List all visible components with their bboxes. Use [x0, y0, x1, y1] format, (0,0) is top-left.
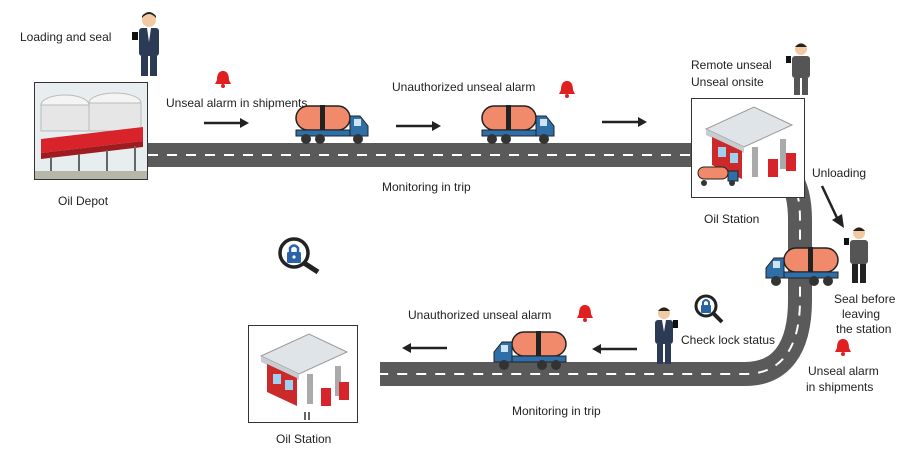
person-phone-icon [844, 227, 868, 283]
monitoring-trip-label: Monitoring in trip [512, 404, 601, 418]
oil-station-icon [697, 106, 796, 186]
unseal-alarm-shipments-label: Unseal alarm in shipments [166, 96, 308, 110]
oil-depot-label: Oil Depot [58, 194, 109, 208]
unseal-onsite-label: Unseal onsite [691, 75, 764, 89]
check-lock-status-label: Check lock status [681, 333, 776, 347]
magnifier-lock-icon [278, 237, 320, 275]
arrow-icon [204, 118, 249, 128]
arrow-icon [592, 344, 637, 354]
magnifier-lock-icon [694, 294, 724, 324]
oil-station-image [248, 325, 358, 423]
arrow-icon [396, 121, 441, 131]
depot-tanks-icon [35, 83, 147, 179]
oil-depot-image [34, 82, 148, 180]
unseal-alarm-shipments-label: in shipments [806, 380, 874, 394]
unauthorized-unseal-alarm-label: Unauthorized unseal alarm [408, 308, 552, 322]
oil-station-label: Oil Station [704, 212, 760, 226]
tanker-truck-icon [295, 105, 369, 144]
loading-seal-label: Loading and seal [20, 30, 112, 44]
oil-station-image [691, 98, 805, 198]
arrow-icon [820, 185, 844, 228]
person-phone-icon [655, 307, 678, 364]
tanker-truck-icon [481, 105, 555, 144]
seal-before-leaving-label: Seal before [834, 292, 896, 306]
tanker-truck-icon [493, 331, 567, 370]
monitoring-trip-label: Monitoring in trip [382, 180, 471, 194]
unseal-alarm-shipments-label: Unseal alarm [808, 364, 879, 378]
seal-before-leaving-label: leaving [842, 307, 881, 321]
person-phone-icon [786, 43, 810, 95]
unloading-label: Unloading [812, 166, 867, 180]
tanker-truck-icon [765, 247, 839, 286]
remote-unseal-label: Remote unseal [691, 58, 772, 72]
bell-alarm-icon [559, 81, 575, 98]
seal-before-leaving-label: the station [836, 322, 892, 336]
arrow-icon [402, 343, 447, 353]
person-phone-icon [132, 12, 159, 76]
unauthorized-unseal-alarm-label: Unauthorized unseal alarm [392, 80, 536, 94]
bell-alarm-icon [577, 305, 593, 322]
bell-alarm-icon [835, 339, 851, 356]
arrow-icon [602, 117, 647, 127]
bell-alarm-icon [215, 71, 231, 88]
oil-station-label: Oil Station [276, 432, 332, 446]
oil-station-icon [259, 333, 349, 420]
